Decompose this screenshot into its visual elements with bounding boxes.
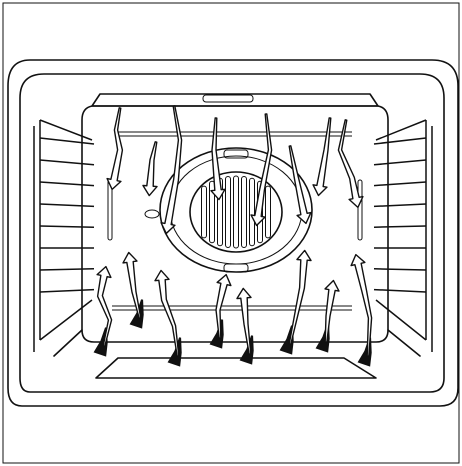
upward-airflow-arrow-icon bbox=[155, 270, 179, 356]
grille-bar bbox=[234, 176, 239, 248]
rack-rung bbox=[40, 290, 94, 292]
rack-rung bbox=[374, 269, 426, 270]
downward-airflow-arrow-icon bbox=[161, 106, 182, 234]
convection-fan-cover bbox=[160, 148, 312, 272]
rack-rung bbox=[374, 204, 426, 206]
top-panel bbox=[92, 94, 378, 106]
upward-airflow-arrow-icon bbox=[351, 255, 371, 356]
downward-airflow-arrow-icon bbox=[289, 146, 311, 224]
upward-airflow-arrow-icon bbox=[325, 281, 339, 343]
top-lamp bbox=[203, 95, 253, 102]
grille-bar bbox=[266, 186, 271, 238]
bottom-vent-slots bbox=[112, 306, 352, 310]
rack-rung bbox=[40, 204, 94, 206]
convection-fan-grille-icon bbox=[190, 172, 282, 252]
upward-airflow-arrow-icon bbox=[237, 288, 251, 354]
upward-airflow-arrow-icon bbox=[289, 250, 311, 344]
rack-rung bbox=[374, 182, 426, 186]
air-return-up-arrows bbox=[94, 250, 371, 365]
grille-bar bbox=[226, 177, 231, 248]
wall-slot-right bbox=[358, 180, 362, 240]
right-rack-guide bbox=[374, 120, 432, 352]
rack-rung bbox=[40, 160, 94, 165]
top-vent-slots bbox=[118, 132, 352, 136]
rack-rung bbox=[40, 182, 94, 186]
oven-floor bbox=[96, 358, 376, 378]
rack-rung bbox=[40, 226, 94, 227]
oven-cavity-inner bbox=[20, 74, 444, 392]
grille-bar bbox=[202, 186, 207, 238]
upward-airflow-arrow-icon bbox=[123, 252, 141, 318]
rack-rung bbox=[40, 138, 94, 144]
rack-rung bbox=[374, 138, 426, 144]
downward-airflow-arrow-icon bbox=[107, 108, 122, 190]
downward-airflow-arrow-icon bbox=[143, 142, 157, 196]
rack-rung bbox=[374, 160, 426, 165]
downward-airflow-arrow-icon bbox=[338, 120, 362, 208]
rack-rung bbox=[374, 226, 426, 227]
wall-hole-left bbox=[145, 210, 159, 218]
grille-bar bbox=[250, 178, 255, 246]
left-rack-guide bbox=[34, 120, 94, 352]
grille-bar bbox=[242, 177, 247, 248]
rack-rung bbox=[374, 290, 426, 292]
downward-airflow-arrow-icon bbox=[313, 118, 331, 196]
rack-rung bbox=[40, 269, 94, 270]
